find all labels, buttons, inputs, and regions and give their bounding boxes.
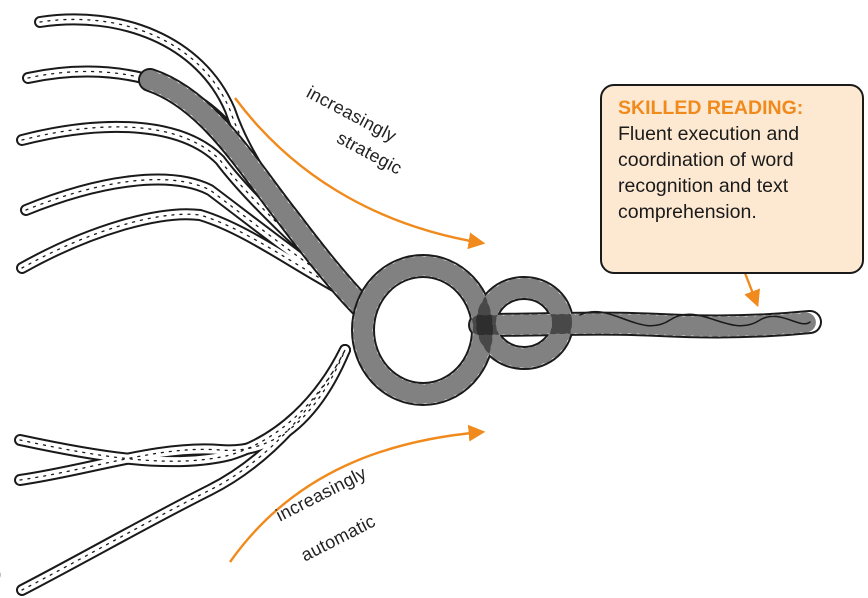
callout-title: SKILLED READING: <box>618 95 850 121</box>
callout-body: Fluent execution and coordination of wor… <box>618 121 850 225</box>
cropped-edge-glyph: ) <box>0 566 1 584</box>
rope-loops <box>363 266 810 394</box>
skilled-reading-callout: SKILLED READING: Fluent execution and co… <box>600 84 864 274</box>
lower-strands <box>20 350 345 590</box>
